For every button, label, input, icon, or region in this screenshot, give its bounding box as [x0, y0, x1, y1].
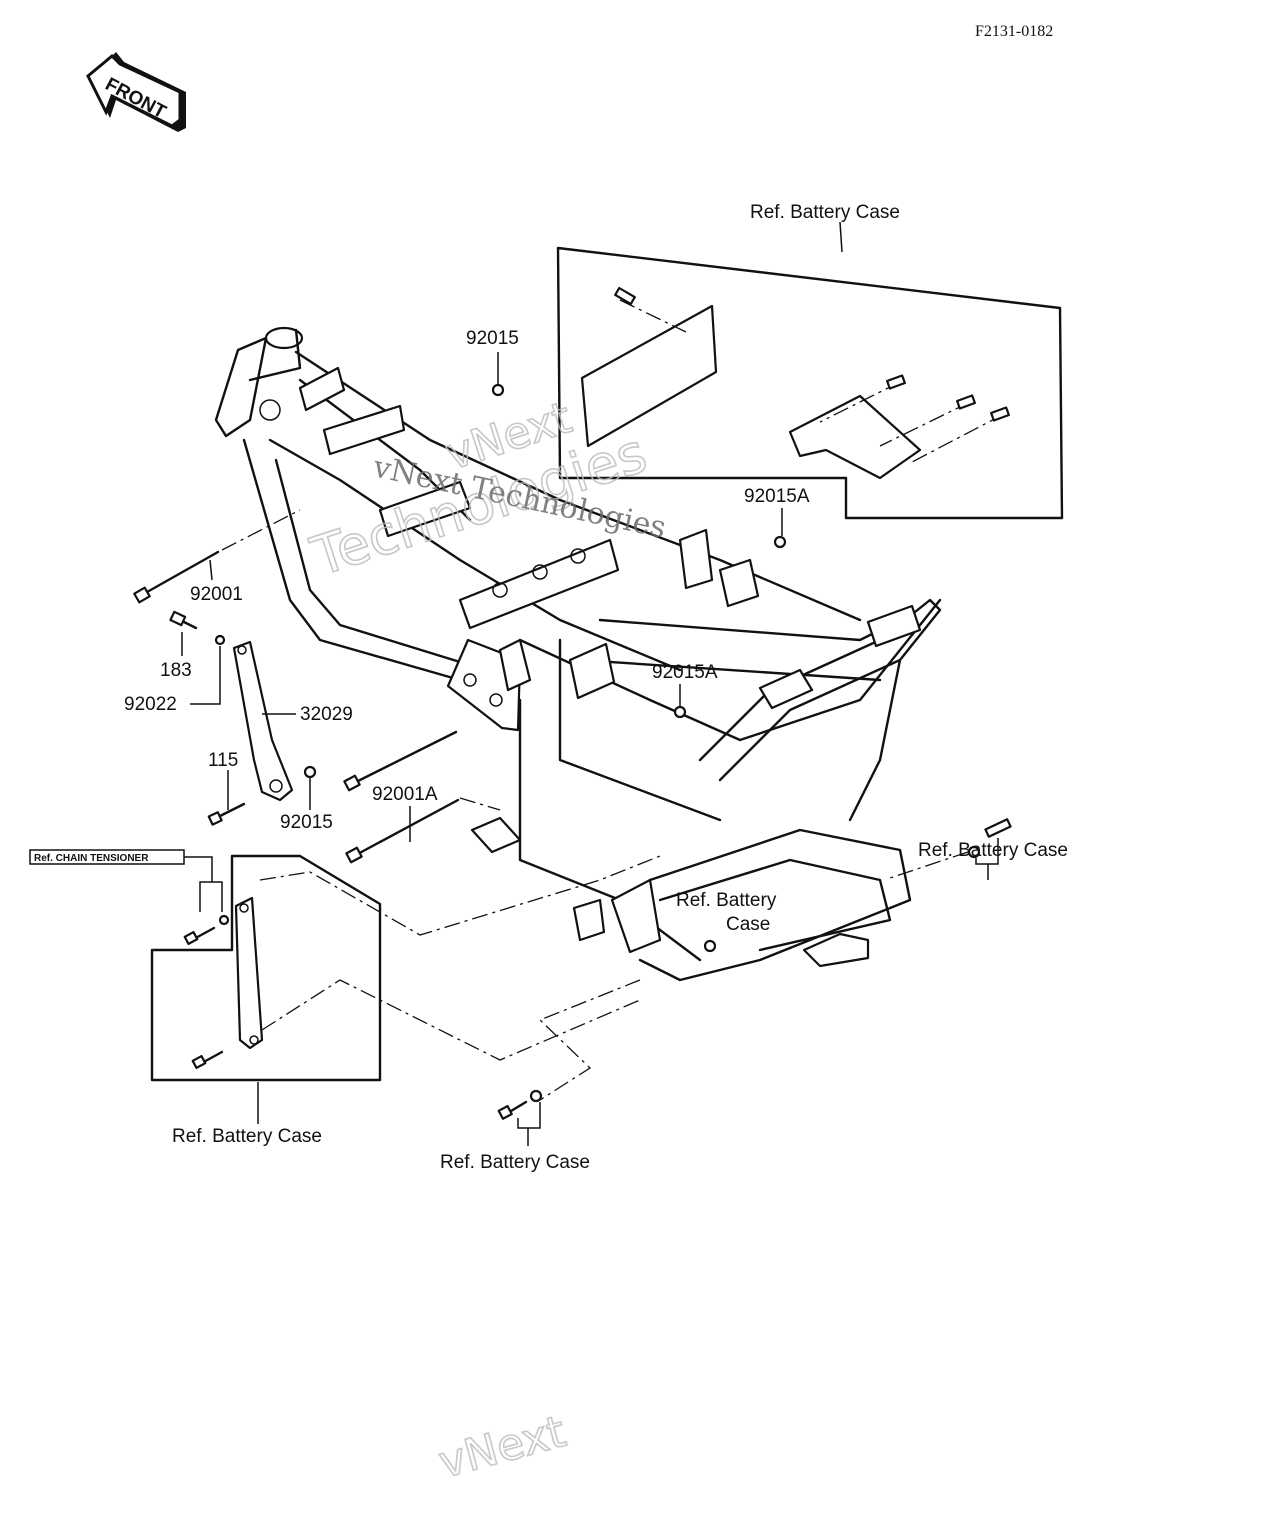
ref-battery-case-center-line2: Case [726, 914, 770, 935]
label-92015-low: 92015 [280, 812, 333, 833]
washer-92022 [214, 634, 226, 646]
front-arrow-icon: FRONT [86, 52, 186, 132]
ref-battery-case-center-line1: Ref. Battery [676, 890, 777, 911]
nut-92015-top [491, 383, 505, 397]
label-115: 115 [208, 750, 238, 771]
bolt-92001 [133, 509, 301, 604]
label-92015-top: 92015 [466, 328, 519, 349]
ref-battery-case-bottom-center: Ref. Battery Case [440, 1152, 590, 1173]
bolt-115 [207, 802, 246, 826]
bolt-92001A-lower [345, 797, 501, 864]
nut-92015-low [303, 765, 317, 779]
battery-case-box-top [556, 221, 1064, 520]
label-92015A-upper: 92015A [744, 486, 810, 507]
ref-battery-case-top: Ref. Battery Case [750, 202, 900, 223]
label-92001A: 92001A [372, 784, 438, 805]
label-183: 183 [160, 660, 192, 681]
battery-case-fastener-bottom [497, 979, 641, 1146]
battery-case-box-bottom-left [150, 854, 661, 1124]
bolt-183 [169, 610, 198, 630]
label-92022: 92022 [124, 694, 177, 715]
bracket-32029 [232, 640, 294, 802]
drawing-code: F2131-0182 [975, 23, 1053, 40]
ref-battery-case-right: Ref. Battery Case [918, 840, 1068, 861]
nut-battery-case-center [703, 939, 717, 953]
watermark-bottom: vNext [434, 1406, 571, 1489]
ref-battery-case-bottom-left: Ref. Battery Case [172, 1126, 322, 1147]
label-92001: 92001 [190, 584, 243, 605]
bolt-92001A-upper [343, 730, 458, 792]
frame-assembly [214, 326, 942, 982]
chain-tensioner-ref-box: Ref. CHAIN TENSIONER [29, 849, 223, 912]
label-32029: 32029 [300, 704, 353, 725]
nut-92015A-mid [673, 705, 687, 719]
ref-chain-tensioner: Ref. CHAIN TENSIONER [34, 853, 149, 864]
battery-case-fastener-right [889, 818, 1012, 880]
label-92015A-mid: 92015A [652, 662, 718, 683]
nut-92015A-upper [773, 535, 787, 549]
